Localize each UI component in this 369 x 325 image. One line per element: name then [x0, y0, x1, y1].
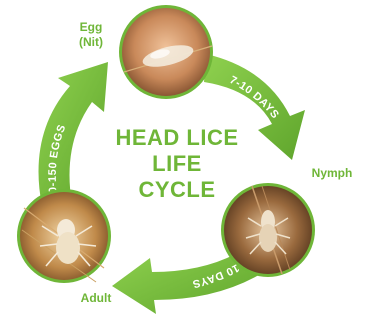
adult-photo: [17, 189, 111, 283]
title-line-1: HEAD LICE: [96, 125, 258, 151]
nymph-stage-label: Nymph: [302, 166, 362, 181]
egg-stage-label: Egg (Nit): [66, 20, 116, 50]
egg-label-line1: Egg: [66, 20, 116, 35]
adult-stage-label: Adult: [74, 291, 118, 306]
egg-label-line2: (Nit): [66, 35, 116, 50]
diagram-title: HEAD LICE LIFE CYCLE: [96, 125, 258, 203]
egg-photo: [119, 5, 213, 99]
title-line-2: LIFE: [96, 151, 258, 177]
title-line-3: CYCLE: [96, 177, 258, 203]
